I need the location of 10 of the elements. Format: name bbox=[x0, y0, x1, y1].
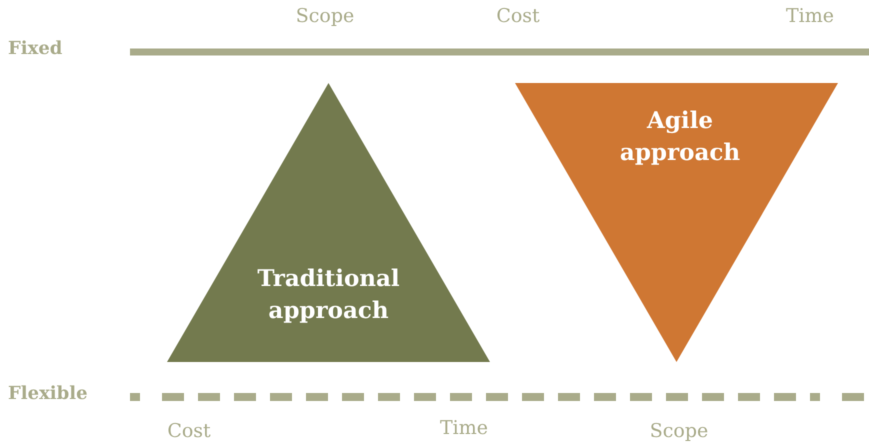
fixed-label: Fixed bbox=[8, 38, 62, 59]
constraint-label: Cost bbox=[167, 420, 211, 442]
constraint-label: Scope bbox=[650, 420, 708, 442]
constraint-label: Cost bbox=[496, 5, 540, 27]
constraint-label: Time bbox=[440, 417, 488, 439]
constraint-label: Time bbox=[786, 5, 834, 27]
approach-label: Traditional approach bbox=[256, 264, 401, 326]
constraint-label: Scope bbox=[296, 5, 354, 27]
approach-label: Agile approach bbox=[618, 106, 742, 168]
flexible-label: Flexible bbox=[8, 383, 88, 404]
